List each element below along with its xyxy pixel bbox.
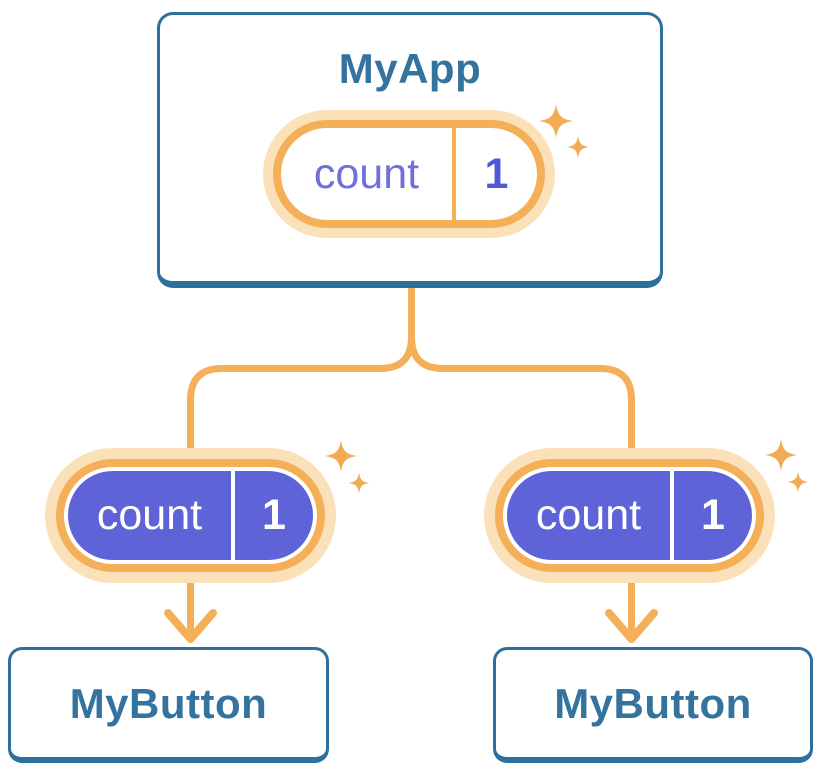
pill-separator (670, 471, 674, 560)
state-name: count (96, 491, 203, 539)
left-child-component-card: MyButton (8, 647, 329, 763)
root-component-title: MyApp (338, 45, 482, 92)
pill-separator (452, 128, 456, 220)
child-component-title: MyButton (554, 679, 752, 727)
right-child-state-pill: count 1 (484, 448, 775, 583)
state-pill-body: count 1 (68, 471, 313, 560)
arrow-down-icon (164, 609, 217, 643)
state-pill-ring: count 1 (56, 459, 325, 572)
state-value: 1 (262, 491, 286, 539)
state-name: count (535, 491, 642, 539)
left-child-state-pill: count 1 (45, 448, 336, 583)
state-value: 1 (701, 491, 725, 539)
right-child-component-card: MyButton (493, 647, 813, 763)
state-value: 1 (484, 149, 509, 198)
sparkle-icon (765, 439, 809, 493)
arrow-down-icon (605, 609, 658, 643)
state-pill-ring: count 1 (495, 459, 764, 572)
state-pill-body: count 1 (507, 471, 752, 560)
state-pill-ring: count 1 (273, 120, 545, 228)
child-component-title: MyButton (69, 679, 268, 727)
root-state-pill: count 1 (263, 110, 555, 238)
sparkle-icon (325, 440, 370, 494)
state-name: count (313, 149, 420, 198)
